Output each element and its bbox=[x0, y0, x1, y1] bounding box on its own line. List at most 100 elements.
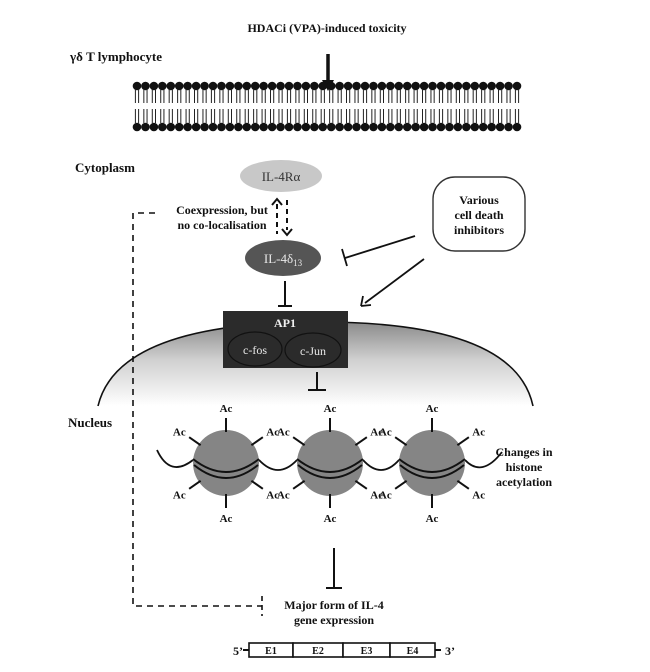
acetyl-label: Ac bbox=[379, 426, 392, 438]
lipid-head-inner bbox=[470, 122, 480, 132]
lipid bbox=[276, 81, 285, 132]
lipid-head-outer bbox=[512, 81, 522, 91]
acetyl-label: Ac bbox=[173, 426, 186, 438]
lipid-head-inner bbox=[225, 122, 235, 132]
acetyl-label: Ac bbox=[370, 426, 383, 438]
lipid-head-inner bbox=[512, 122, 522, 132]
lipid-head-inner bbox=[276, 122, 285, 132]
lipid bbox=[259, 81, 268, 132]
lipid bbox=[478, 81, 488, 132]
lipid-head-inner bbox=[132, 122, 142, 132]
acetyl-label: Ac bbox=[379, 490, 392, 502]
il4d13-label: IL-4δ bbox=[264, 251, 293, 266]
lipid-head-inner bbox=[360, 122, 370, 132]
lipid-head-inner bbox=[242, 122, 252, 132]
histone-note-line2: histone bbox=[506, 460, 543, 474]
lipid-head-outer bbox=[132, 81, 142, 91]
lipid-head-inner bbox=[487, 122, 496, 132]
svg-text:IL-4δ13: IL-4δ13 bbox=[264, 251, 303, 268]
lipid-head-inner bbox=[335, 122, 344, 132]
il4ra-node[interactable]: IL-4Rα bbox=[240, 160, 322, 192]
lipid-head-inner bbox=[217, 122, 226, 132]
cell-death-inhibitors-node[interactable]: Various cell death inhibitors bbox=[432, 176, 526, 252]
lipid-head-outer bbox=[462, 81, 471, 91]
inhibition-edge-inhibitors-to-il4d13 bbox=[341, 235, 416, 267]
exon: E4 bbox=[389, 642, 436, 658]
lipid bbox=[343, 81, 353, 132]
ap1-complex[interactable]: AP1 c-fos c-Jun bbox=[223, 311, 348, 368]
lipid bbox=[487, 81, 496, 132]
lipid bbox=[470, 81, 480, 132]
lipid-head-inner bbox=[234, 122, 243, 132]
lipid bbox=[411, 81, 420, 132]
histone-core bbox=[193, 430, 259, 496]
lipid-head-inner bbox=[267, 122, 277, 132]
cytoplasm-label: Cytoplasm bbox=[75, 160, 135, 175]
acetyl-label: Ac bbox=[266, 426, 279, 438]
lipid-head-outer bbox=[217, 81, 226, 91]
il4d13-subscript: 13 bbox=[293, 258, 303, 268]
lipid-head-outer bbox=[445, 81, 454, 91]
lipid bbox=[453, 81, 463, 132]
lipid bbox=[149, 81, 159, 132]
lipid-head-outer bbox=[158, 81, 167, 91]
inhibitors-label-line3: inhibitors bbox=[454, 223, 504, 237]
dna-wrap bbox=[399, 464, 465, 479]
lipid-head-outer bbox=[335, 81, 344, 91]
inhibitors-label-line2: cell death bbox=[455, 208, 504, 222]
lipid bbox=[234, 81, 243, 132]
lipid bbox=[200, 81, 209, 132]
acetyl-tail bbox=[394, 436, 408, 447]
lipid-head-outer bbox=[174, 81, 184, 91]
acetyl-label: Ac bbox=[324, 403, 337, 415]
lipid-head-inner bbox=[301, 122, 311, 132]
lipid-head-outer bbox=[487, 81, 496, 91]
lipid-head-outer bbox=[470, 81, 480, 91]
acetyl-tail bbox=[292, 436, 306, 447]
exon-label: E4 bbox=[407, 646, 419, 657]
lipid-head-outer bbox=[310, 81, 319, 91]
coexpression-note-line2: no co-localisation bbox=[178, 218, 267, 232]
lipid-head-outer bbox=[419, 81, 429, 91]
exon-box bbox=[389, 642, 436, 658]
lipid-head-outer bbox=[259, 81, 268, 91]
lipid-head-inner bbox=[436, 122, 446, 132]
lipid bbox=[445, 81, 454, 132]
lipid-head-outer bbox=[495, 81, 505, 91]
acetyl-tail bbox=[188, 436, 202, 447]
lipid-head-inner bbox=[141, 122, 150, 132]
lipid-head-inner bbox=[411, 122, 420, 132]
acetyl-tail bbox=[292, 479, 306, 490]
gene-expression-note-line1: Major form of IL-4 bbox=[284, 598, 383, 612]
inhibitors-label-line1: Various bbox=[459, 193, 499, 207]
lipid bbox=[293, 81, 302, 132]
activation-edge-inhibitors-to-ap1 bbox=[360, 258, 425, 307]
lipid bbox=[208, 81, 218, 132]
acetyl-label: Ac bbox=[370, 490, 383, 502]
histone-note-line3: acetylation bbox=[496, 475, 552, 489]
lipid-head-inner bbox=[402, 122, 412, 132]
lipid bbox=[310, 81, 319, 132]
il4d13-node[interactable]: IL-4δ13 bbox=[245, 240, 321, 276]
lipid bbox=[301, 81, 311, 132]
exon-label: E2 bbox=[312, 646, 324, 657]
lipid-head-outer bbox=[301, 81, 311, 91]
lipid-head-outer bbox=[242, 81, 252, 91]
histone-core bbox=[399, 430, 465, 496]
coexpression-note-line1: Coexpression, but bbox=[176, 203, 268, 217]
acetyl-label: Ac bbox=[173, 490, 186, 502]
lipid bbox=[166, 81, 176, 132]
acetyl-label: Ac bbox=[266, 490, 279, 502]
toxicity-title: HDACi (VPA)-induced toxicity bbox=[247, 21, 406, 35]
lipid bbox=[132, 81, 142, 132]
lipid bbox=[326, 81, 336, 132]
lipid bbox=[242, 81, 252, 132]
lipid bbox=[402, 81, 412, 132]
lipid bbox=[217, 81, 226, 132]
inhibition-edge-il4d13-to-ap1 bbox=[278, 281, 292, 307]
acetyl-tail bbox=[456, 479, 470, 490]
lipid-head-inner bbox=[343, 122, 353, 132]
